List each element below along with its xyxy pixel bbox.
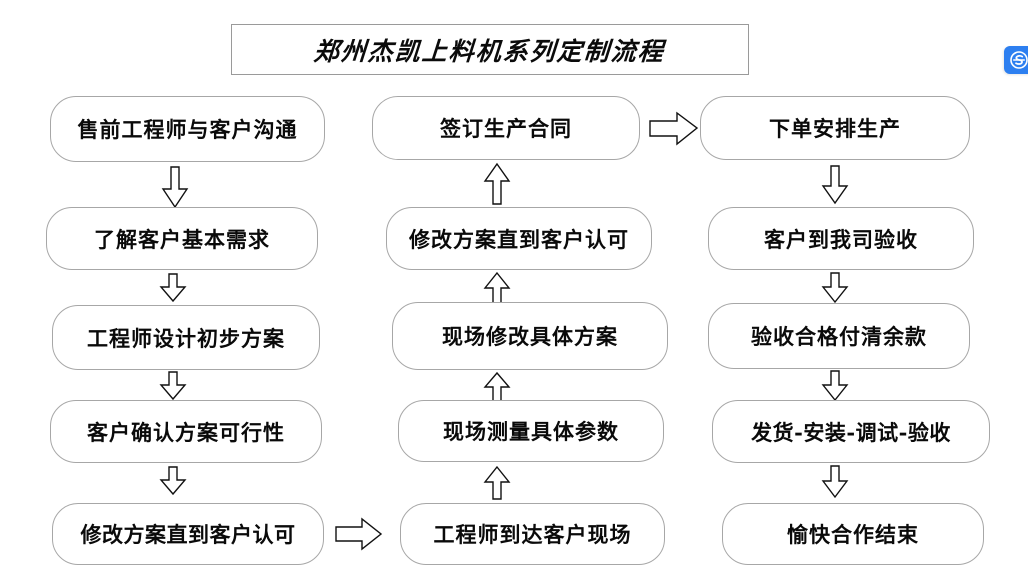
node-label: 客户确认方案可行性 xyxy=(87,419,285,445)
chart-title: 郑州杰凯上料机系列定制流程 xyxy=(313,36,667,66)
node-col3-1[interactable]: 下单安排生产 xyxy=(700,96,970,160)
node-col2-1[interactable]: 签订生产合同 xyxy=(372,96,640,160)
arrow-down-col3-1 xyxy=(821,165,849,205)
arrow-up-col2-1 xyxy=(483,162,511,205)
node-label: 修改方案直到客户认可 xyxy=(409,226,629,252)
node-label: 验收合格付清余款 xyxy=(751,324,927,349)
node-col3-4[interactable]: 发货-安装-调试-验收 xyxy=(712,400,990,463)
node-label: 客户到我司验收 xyxy=(764,226,918,252)
arrow-down-col3-3 xyxy=(821,370,849,402)
node-col2-2[interactable]: 修改方案直到客户认可 xyxy=(386,207,652,270)
node-label: 签订生产合同 xyxy=(440,116,572,141)
node-col1-3[interactable]: 工程师设计初步方案 xyxy=(52,305,320,370)
node-col3-3[interactable]: 验收合格付清余款 xyxy=(708,303,970,369)
node-label: 售前工程师与客户沟通 xyxy=(77,117,298,142)
node-col3-2[interactable]: 客户到我司验收 xyxy=(708,207,974,270)
arrow-up-col2-4 xyxy=(483,465,511,500)
node-label: 工程师到达客户现场 xyxy=(433,522,632,547)
arrow-down-col1-4 xyxy=(159,466,187,496)
node-col3-5[interactable]: 愉快合作结束 xyxy=(722,503,984,565)
node-label: 现场修改具体方案 xyxy=(442,324,618,349)
node-label: 修改方案直到客户认可 xyxy=(80,522,296,547)
arrow-right-col2-to-col3 xyxy=(649,111,699,146)
arrow-down-col3-2 xyxy=(821,272,849,304)
node-label: 发货-安装-调试-验收 xyxy=(751,419,951,445)
arrow-down-col1-3 xyxy=(159,371,187,401)
arrow-right-col1-to-col2 xyxy=(335,517,383,551)
node-label: 愉快合作结束 xyxy=(787,522,919,547)
arrow-down-col3-4 xyxy=(821,465,849,499)
node-col2-5[interactable]: 工程师到达客户现场 xyxy=(400,503,665,565)
chart-title-box: 郑州杰凯上料机系列定制流程 xyxy=(231,24,749,75)
arrow-down-col1-2 xyxy=(159,273,187,303)
s-logo-icon[interactable] xyxy=(1004,46,1028,74)
arrow-up-col2-2 xyxy=(483,271,511,306)
node-label: 了解客户基本需求 xyxy=(94,226,270,252)
node-col2-3[interactable]: 现场修改具体方案 xyxy=(392,302,668,370)
node-col1-2[interactable]: 了解客户基本需求 xyxy=(46,207,318,270)
node-col1-5[interactable]: 修改方案直到客户认可 xyxy=(52,503,324,565)
node-col1-4[interactable]: 客户确认方案可行性 xyxy=(50,400,322,463)
node-label: 工程师设计初步方案 xyxy=(87,325,285,351)
node-col1-1[interactable]: 售前工程师与客户沟通 xyxy=(50,96,325,162)
node-label: 现场测量具体参数 xyxy=(443,419,619,444)
node-col2-4[interactable]: 现场测量具体参数 xyxy=(398,400,664,462)
node-label: 下单安排生产 xyxy=(769,116,901,141)
arrow-down-col1-1 xyxy=(161,166,189,209)
